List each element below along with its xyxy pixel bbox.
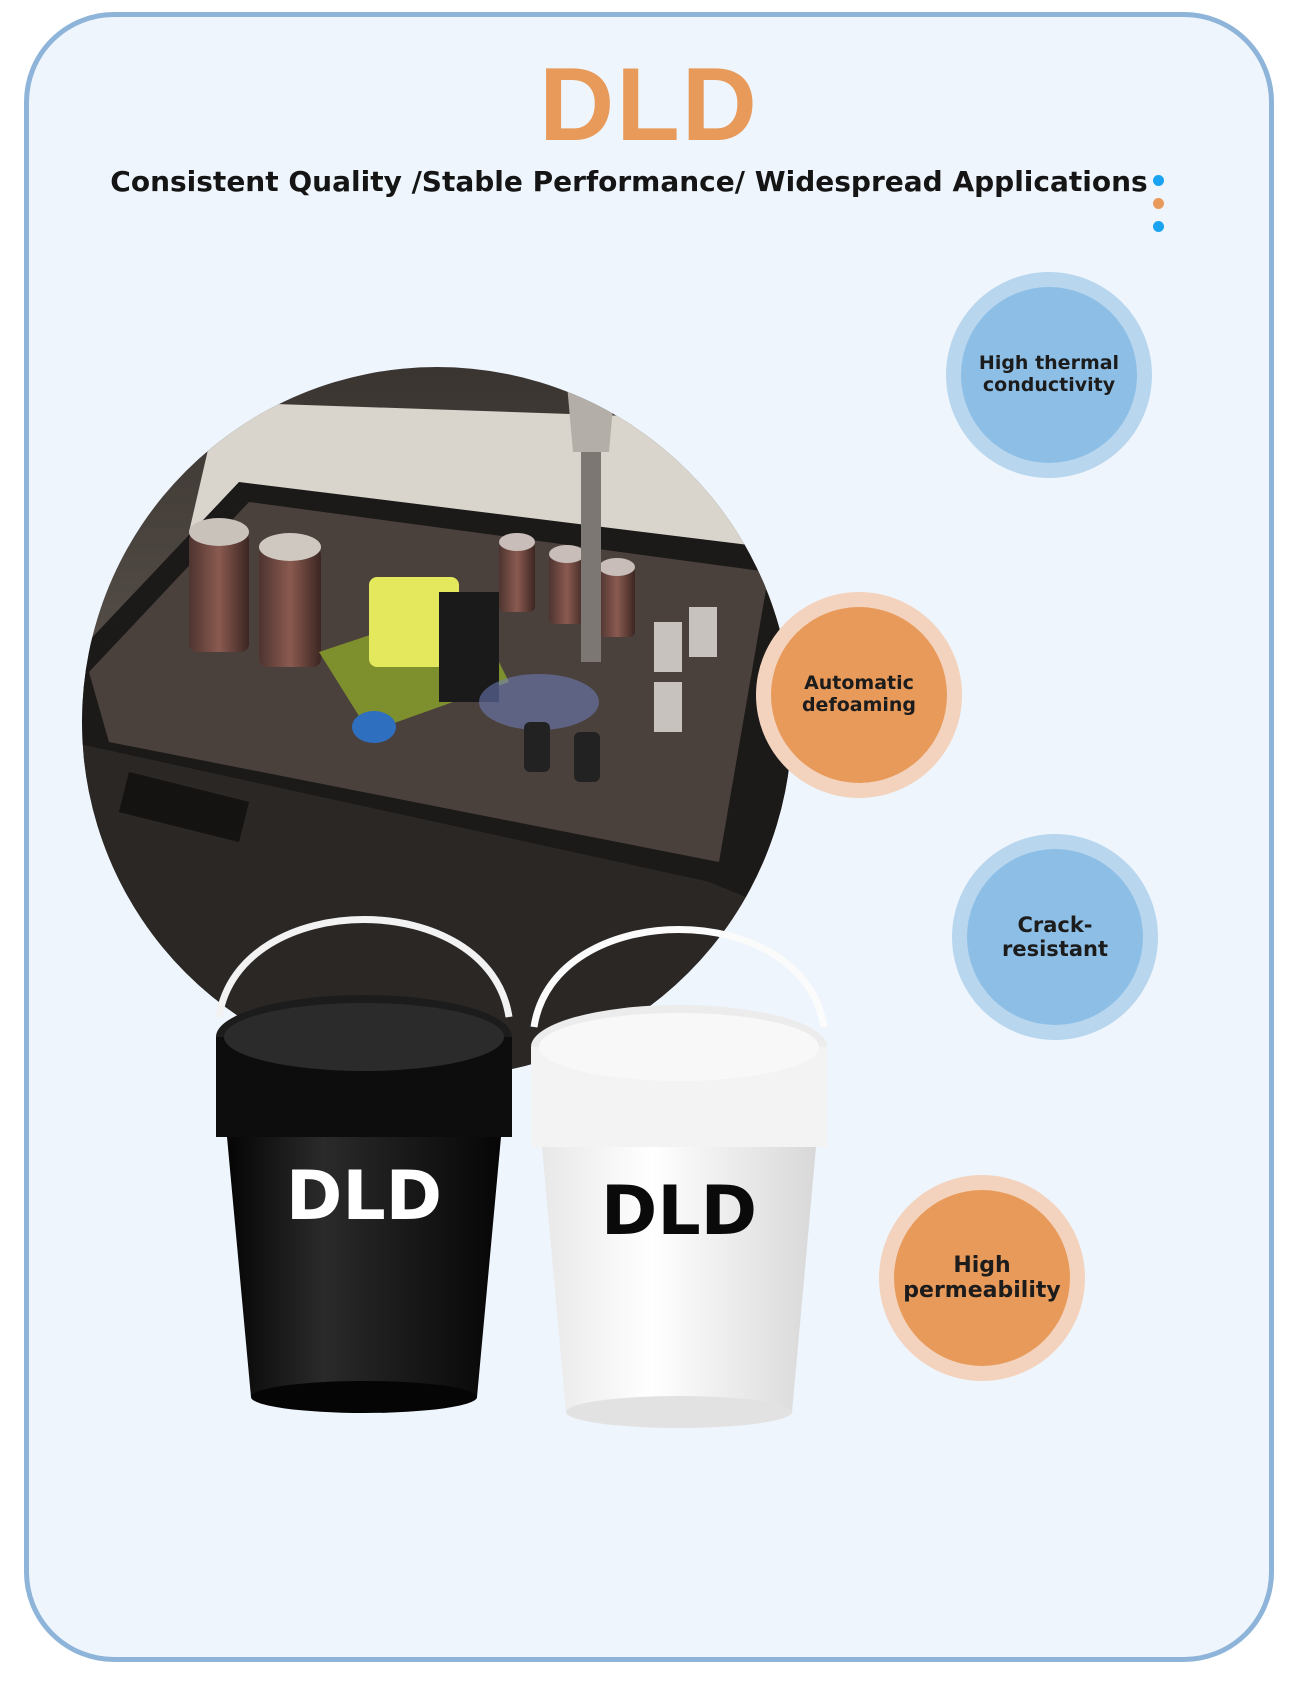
white-pail-label: DLD <box>600 1172 758 1251</box>
feature-label: conductivity <box>982 374 1116 396</box>
white-pail <box>530 926 828 1428</box>
product-card: DLD Consistent Quality /Stable Performan… <box>24 12 1274 1662</box>
feature-badge-crack-resistant: Crack-resistant <box>952 834 1158 1040</box>
feature-label: permeability <box>903 1278 1061 1303</box>
feature-label: High <box>953 1252 1011 1278</box>
feature-label: defoaming <box>801 694 917 716</box>
black-pail <box>215 916 513 1413</box>
feature-label: High thermal <box>978 352 1120 375</box>
decor-dots <box>1153 175 1167 244</box>
dot-orange-icon <box>1153 198 1164 209</box>
black-pail-label: DLD <box>285 1157 443 1236</box>
dot-blue-icon <box>1153 175 1164 186</box>
feature-badge-permeability: High permeability <box>879 1175 1085 1381</box>
brand-title: DLD <box>539 47 759 163</box>
pcb-potting-photo <box>82 367 792 1077</box>
dot-blue-icon <box>1153 221 1164 232</box>
tagline: Consistent Quality /Stable Performance/ … <box>110 165 1148 198</box>
feature-label: Crack-resistant <box>1002 912 1108 961</box>
feature-label: Automatic <box>804 672 914 695</box>
feature-badge-defoaming: Automatic defoaming <box>756 592 962 798</box>
feature-badge-thermal: High thermal conductivity <box>946 272 1152 478</box>
